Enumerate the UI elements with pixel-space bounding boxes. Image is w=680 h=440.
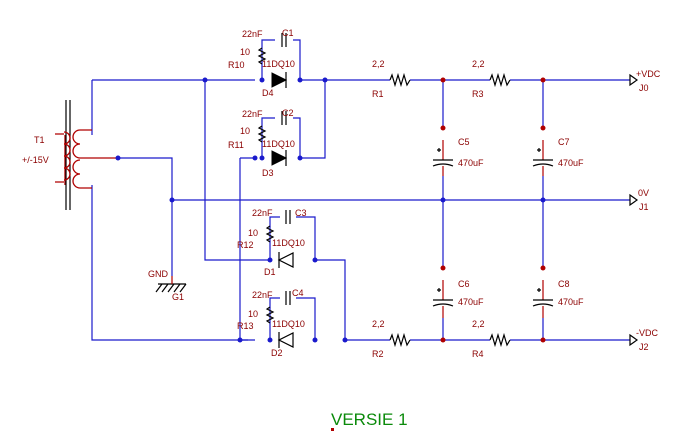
diode-d1-type: 11DQ10 <box>272 238 305 248</box>
res-r11-value: 10 <box>240 126 250 136</box>
cap-c3-ref: C3 <box>295 208 307 218</box>
title-marker <box>331 428 334 431</box>
output-j2-ref: J2 <box>639 342 649 352</box>
transformer-ref: T1 <box>34 135 45 145</box>
res-r13-ref: R13 <box>237 321 254 331</box>
capacitor-c6[interactable]: C6 470uF <box>432 279 484 318</box>
output-j1-net: 0V <box>638 188 649 198</box>
capacitor-c5[interactable]: C5 470uF <box>432 137 484 176</box>
cap-c7-ref: C7 <box>558 137 570 147</box>
res-r12-value: 10 <box>248 228 258 238</box>
diode-d4[interactable]: D4 11DQ10 <box>262 59 295 98</box>
resistor-r11[interactable]: 10 R11 <box>228 125 267 150</box>
output-j2-net: -VDC <box>636 328 658 338</box>
capacitor-c4[interactable]: 22nF C4 <box>252 288 304 305</box>
diode-d3-ref: D3 <box>262 168 274 178</box>
diode-d3-type: 11DQ10 <box>262 139 295 149</box>
cap-c8-value: 470uF <box>558 297 584 307</box>
cap-c1-ref: C1 <box>282 28 294 38</box>
diode-d1-ref: D1 <box>264 267 276 277</box>
junction-dots <box>115 77 546 343</box>
diode-d4-ref: D4 <box>262 88 274 98</box>
cap-c6-ref: C6 <box>458 279 470 289</box>
diode-d3[interactable]: D3 11DQ10 <box>262 139 295 178</box>
resistor-r13[interactable]: 10 R13 <box>237 306 275 331</box>
transformer-t1[interactable]: T1 +/-15V <box>22 100 118 210</box>
cap-c5-value: 470uF <box>458 158 484 168</box>
diode-d2[interactable]: D2 11DQ10 <box>271 319 305 358</box>
output-j0-ref: J0 <box>639 83 649 93</box>
ground-symbol: GND G1 <box>148 269 187 302</box>
res-r4-value: 2,2 <box>472 319 485 329</box>
res-r2-ref: R2 <box>372 349 384 359</box>
transformer-value: +/-15V <box>22 155 49 165</box>
diode-d2-ref: D2 <box>271 348 283 358</box>
output-j2[interactable]: -VDC J2 <box>629 328 658 352</box>
capacitor-c8[interactable]: C8 470uF <box>532 279 584 318</box>
cap-c1-value: 22nF <box>242 29 263 39</box>
res-r12-ref: R12 <box>237 240 254 250</box>
capacitor-c3[interactable]: 22nF C3 <box>252 208 307 224</box>
cap-c8-ref: C8 <box>558 279 570 289</box>
cap-c4-ref: C4 <box>292 288 304 298</box>
res-r10-ref: R10 <box>228 60 245 70</box>
capacitor-c7[interactable]: C7 470uF <box>532 137 584 176</box>
cap-c5-ref: C5 <box>458 137 470 147</box>
res-r2-value: 2,2 <box>372 319 385 329</box>
output-j0[interactable]: +VDC J0 <box>629 69 661 93</box>
res-r1-value: 2,2 <box>372 59 385 69</box>
resistor-r2[interactable]: 2,2 R2 <box>372 319 411 359</box>
res-r4-ref: R4 <box>472 349 484 359</box>
capacitor-c2[interactable]: 22nF C2 <box>242 108 294 125</box>
res-r3-value: 2,2 <box>472 59 485 69</box>
diode-d1[interactable]: D1 11DQ10 <box>264 238 305 277</box>
output-j1-ref: J1 <box>639 202 649 212</box>
capacitor-c1[interactable]: 22nF C1 <box>242 28 294 47</box>
resistor-r12[interactable]: 10 R12 <box>237 225 275 250</box>
diode-d4-type: 11DQ10 <box>262 59 295 69</box>
cap-c6-value: 470uF <box>458 297 484 307</box>
diode-d2-type: 11DQ10 <box>272 319 305 329</box>
resistor-r10[interactable]: 10 R10 <box>228 47 267 70</box>
res-r11-ref: R11 <box>228 140 244 150</box>
res-r3-ref: R3 <box>472 89 484 99</box>
cap-c2-ref: C2 <box>282 108 294 118</box>
resistor-r3[interactable]: 2,2 R3 <box>472 59 511 99</box>
res-r13-value: 10 <box>248 309 258 319</box>
cap-c7-value: 470uF <box>558 158 584 168</box>
diagram-title: VERSIE 1 <box>331 410 408 429</box>
resistor-r1[interactable]: 2,2 R1 <box>372 59 411 99</box>
cap-c4-value: 22nF <box>252 290 273 300</box>
resistor-r4[interactable]: 2,2 R4 <box>472 319 511 359</box>
ground-ref: G1 <box>172 292 184 302</box>
cap-c2-value: 22nF <box>242 109 263 119</box>
cap-c3-value: 22nF <box>252 208 273 218</box>
output-j1[interactable]: 0V J1 <box>629 188 649 212</box>
res-r1-ref: R1 <box>372 89 384 99</box>
output-j0-net: +VDC <box>636 69 661 79</box>
res-r10-value: 10 <box>240 47 250 57</box>
ground-name: GND <box>148 269 169 279</box>
